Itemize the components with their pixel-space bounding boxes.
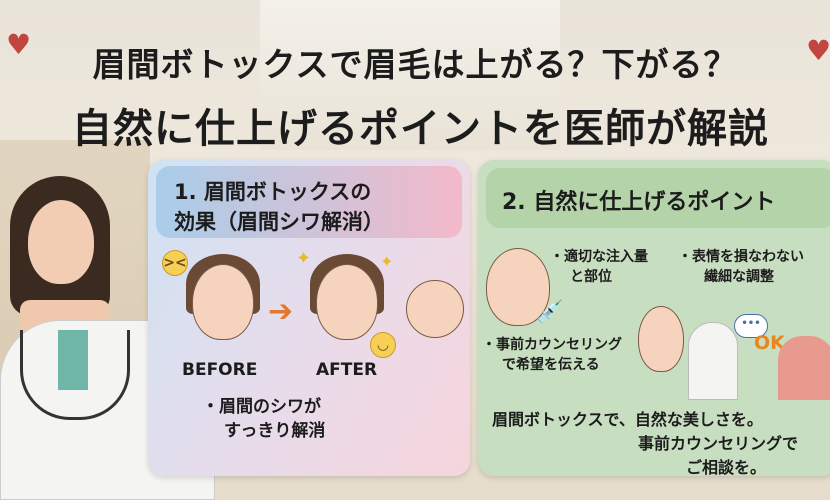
effect-heading-line1: 1. 眉間ボトックスの bbox=[174, 180, 372, 204]
after-face bbox=[316, 264, 378, 340]
happy-face-icon: ◡ bbox=[370, 332, 396, 358]
speech-bubble-icon: ••• bbox=[734, 314, 768, 338]
smiling-woman bbox=[638, 306, 684, 372]
effect-panel-header: 1. 眉間ボトックスの 効果（眉間シワ解消） bbox=[156, 166, 462, 238]
closeup-face bbox=[406, 280, 464, 338]
title-line2: 自然に仕上げるポイントを医師が解説 bbox=[72, 106, 769, 152]
before-label: BEFORE bbox=[182, 360, 258, 380]
point3-line2: で希望を伝える bbox=[502, 357, 600, 373]
points-panel: 2. 自然に仕上げるポイント 💉 ・適切な注入量 と部位 ・表情を損なわない 繊… bbox=[478, 160, 830, 477]
injection-points-face bbox=[486, 248, 550, 326]
sparkle-icon: ✦ bbox=[296, 248, 312, 269]
point2-line1: ・表情を損なわない bbox=[678, 249, 804, 265]
before-face bbox=[192, 264, 254, 340]
heart-hands-icon-left: ♥ bbox=[6, 28, 32, 61]
sparkle-icon: ✦ bbox=[380, 252, 394, 271]
effect-bullet-line2: すっきり解消 bbox=[224, 421, 326, 441]
doctor-face bbox=[28, 200, 94, 284]
background-window bbox=[260, 0, 560, 150]
title-line1: 眉間ボトックスで眉毛は上がる？下がる？ bbox=[92, 45, 738, 84]
points-panel-header: 2. 自然に仕上げるポイント bbox=[486, 168, 830, 228]
point3-line1: ・事前カウンセリング bbox=[482, 337, 622, 353]
stethoscope-icon bbox=[20, 330, 130, 420]
arrow-right-icon: ➔ bbox=[268, 294, 294, 329]
point1-line1: ・適切な注入量 bbox=[550, 249, 648, 265]
points-heading: 2. 自然に仕上げるポイント bbox=[502, 190, 776, 215]
heart-hands-icon-right: ♥ bbox=[806, 34, 830, 67]
after-label: AFTER bbox=[316, 360, 378, 380]
ok-label: OK bbox=[754, 332, 785, 354]
closing-line3: ご相談を。 bbox=[686, 458, 767, 477]
worried-face-icon: >< bbox=[162, 250, 188, 276]
point2-line2: 繊細な調整 bbox=[704, 269, 774, 285]
closing-line2: 事前カウンセリングで bbox=[638, 434, 799, 453]
effect-heading-line2: 効果（眉間シワ解消） bbox=[174, 210, 384, 234]
effect-panel: 1. 眉間ボトックスの 効果（眉間シワ解消） >< ➔ ✦ ✦ ◡ BEFORE… bbox=[148, 160, 470, 476]
point1-line2: と部位 bbox=[570, 269, 612, 285]
closing-line1: 眉間ボトックスで、自然な美しさを。 bbox=[492, 410, 763, 429]
syringe-icon: 💉 bbox=[536, 300, 564, 325]
consultation-patient bbox=[778, 336, 830, 400]
effect-bullet-line1: ・眉間のシワが bbox=[202, 397, 321, 417]
consultation-doctor bbox=[688, 322, 738, 400]
